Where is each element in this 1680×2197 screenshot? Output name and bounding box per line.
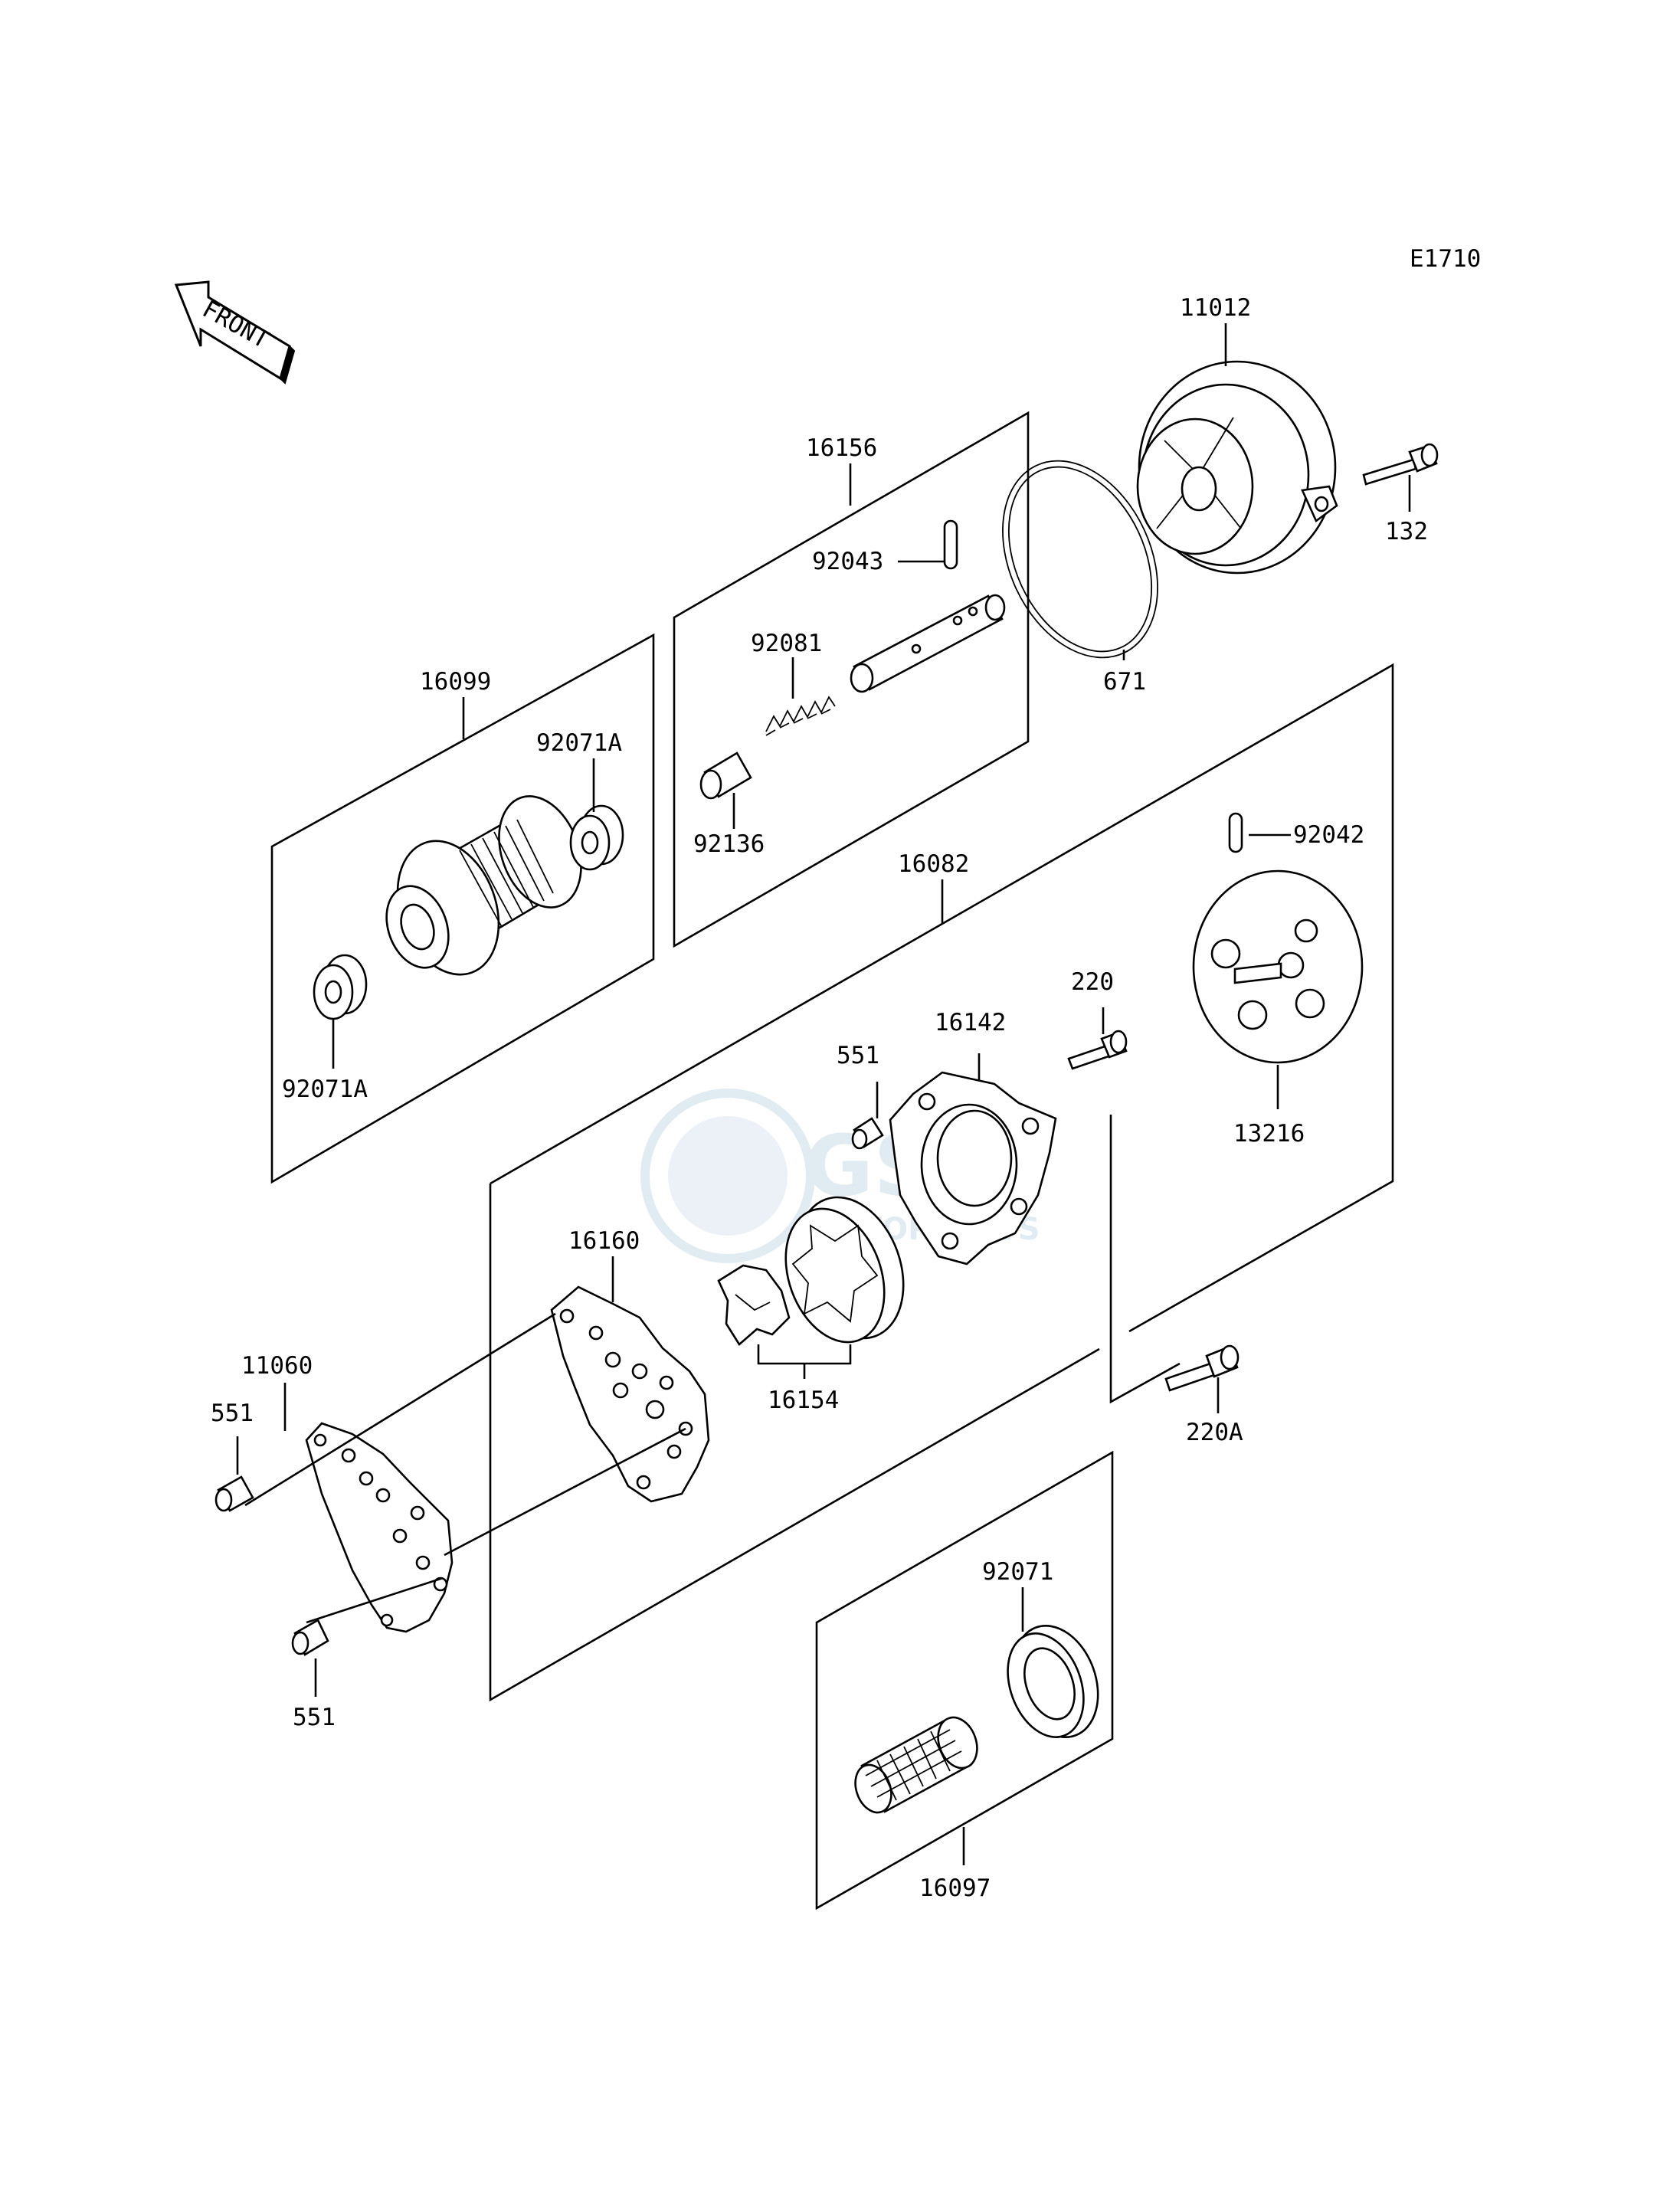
inner-rotor	[717, 1264, 791, 1346]
label-92042: 92042	[1293, 821, 1364, 849]
o-ring-671-inner	[1007, 466, 1153, 653]
plug-92136	[699, 751, 752, 800]
alignment-line-top	[244, 1312, 556, 1507]
label-16154: 16154	[768, 1387, 839, 1414]
oil-filter-16099	[385, 795, 582, 976]
label-16160: 16160	[568, 1227, 640, 1255]
label-16156: 16156	[806, 434, 877, 462]
relief-valve-piston	[850, 594, 1006, 693]
seal-92071	[1007, 1625, 1099, 1738]
filter-assembly-box-16099	[270, 633, 655, 1184]
label-132: 132	[1385, 518, 1428, 545]
grommet-92071A-bottom	[313, 954, 368, 1020]
label-92081: 92081	[751, 630, 822, 657]
label-16082: 16082	[898, 850, 969, 878]
label-220A: 220A	[1186, 1419, 1243, 1446]
dowel-551-bottom	[291, 1619, 329, 1656]
dowel-551-top	[851, 1117, 884, 1150]
pump-body-16142	[889, 1071, 1057, 1265]
spring-92081	[765, 696, 836, 736]
gasket-11060	[305, 1422, 454, 1633]
relief-valve-box-16156	[673, 411, 1030, 948]
label-551-left: 551	[211, 1400, 254, 1427]
label-11060: 11060	[241, 1352, 313, 1380]
label-92071A-top: 92071A	[536, 729, 622, 757]
diagram-code: E1710	[1410, 245, 1481, 273]
leader-16154-bracket	[757, 1344, 852, 1365]
front-arrow-icon: FRONT	[174, 280, 296, 385]
pin-92043	[943, 519, 958, 570]
filter-cover-part	[1136, 360, 1338, 575]
label-220: 220	[1071, 968, 1114, 996]
label-16097: 16097	[919, 1874, 991, 1902]
grommet-92071A-top	[569, 804, 624, 871]
label-16099: 16099	[420, 668, 491, 696]
alignment-line-mid	[306, 1577, 444, 1624]
alignment-line-right	[444, 1427, 686, 1557]
oil-strainer-box-16097	[815, 1450, 1114, 1911]
label-92136: 92136	[693, 830, 765, 858]
label-13216: 13216	[1233, 1120, 1305, 1148]
bolt-220A-part	[1164, 1344, 1240, 1392]
bolt-bracket-line	[1109, 1115, 1181, 1404]
outer-rotor	[784, 1196, 905, 1344]
label-551-top: 551	[837, 1042, 879, 1069]
oil-strainer-screen	[854, 1716, 978, 1814]
bolt-132-part	[1362, 443, 1439, 486]
bolt-220-part	[1067, 1030, 1128, 1070]
pin-92042	[1228, 812, 1243, 853]
label-92071A-bottom: 92071A	[282, 1076, 368, 1103]
label-16142: 16142	[935, 1009, 1006, 1036]
label-551-bottom: 551	[293, 1704, 336, 1731]
dowel-551-left	[215, 1475, 254, 1512]
oil-pump-box-16082	[490, 663, 1394, 1333]
label-671: 671	[1103, 668, 1146, 696]
gear-13216	[1192, 869, 1364, 1064]
plate-16160	[550, 1285, 710, 1503]
oil-pump-box-16082-lower	[489, 1184, 1100, 1702]
label-92043: 92043	[812, 548, 883, 575]
label-11012: 11012	[1180, 294, 1251, 322]
label-92071: 92071	[982, 1558, 1053, 1586]
